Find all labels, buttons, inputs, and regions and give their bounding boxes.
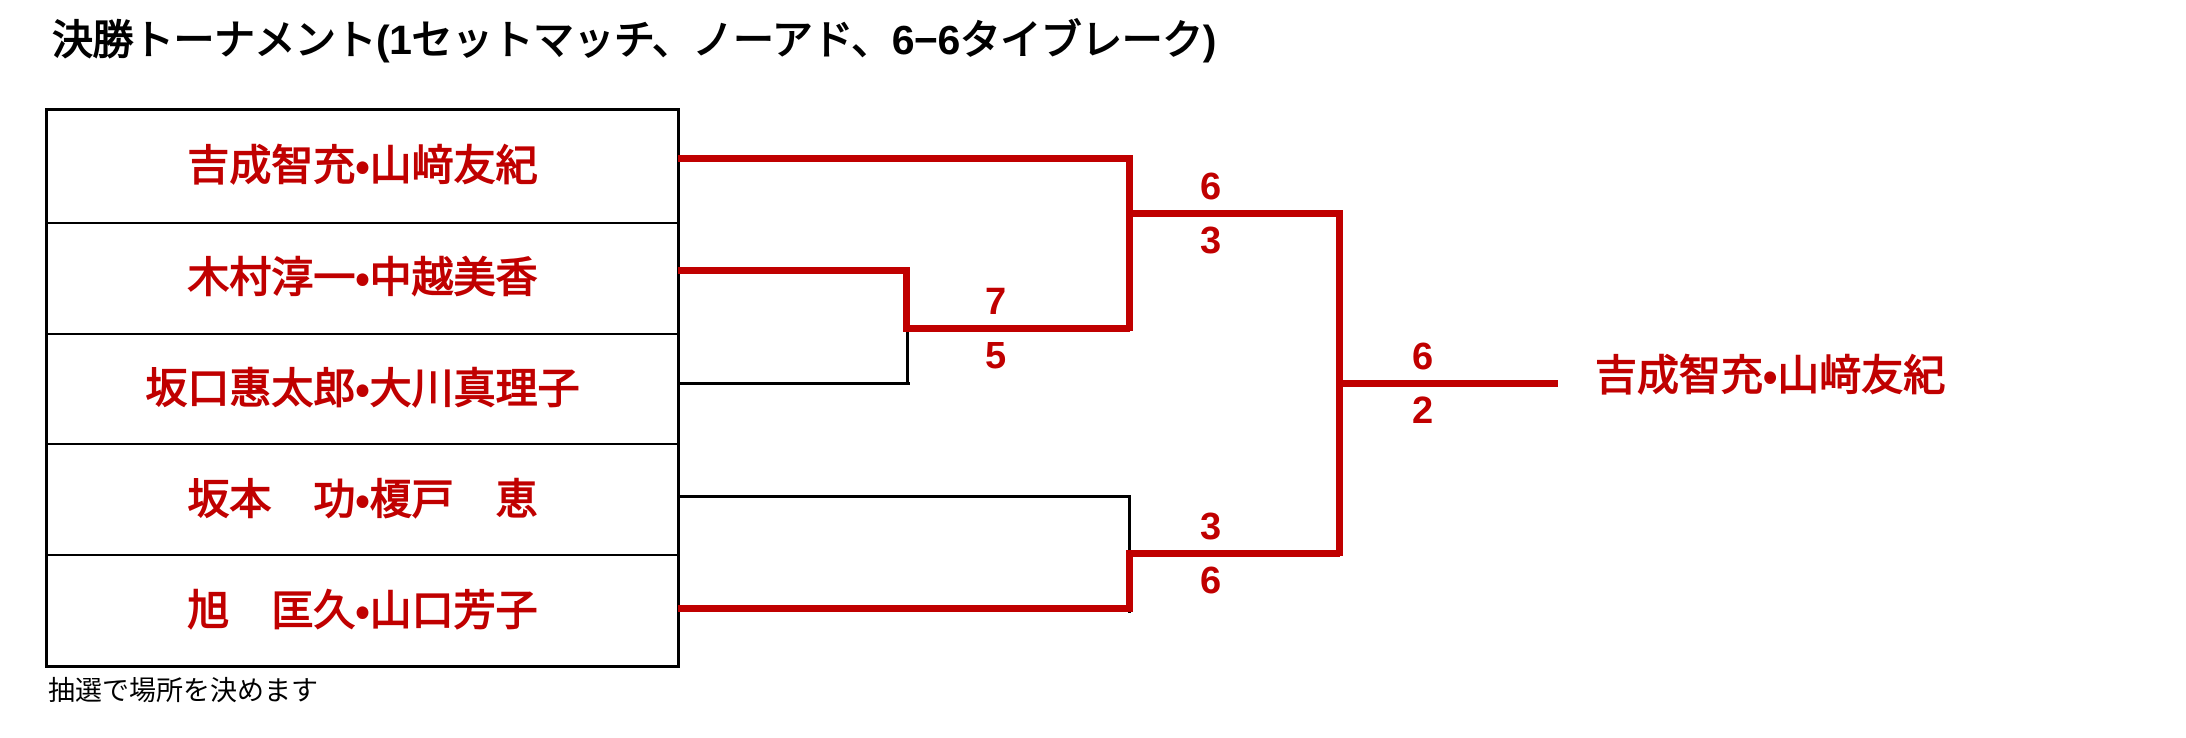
entry-row-3: 坂口惠太郎・大川真理子 [48, 332, 677, 444]
bracket-line-qf-winner [903, 325, 1130, 332]
score-final-bottom: 2 [1412, 390, 1434, 432]
entry-row-5: 旭 匡久・山口芳子 [48, 554, 677, 665]
bracket-line-sf-lower-winner [1126, 550, 1340, 557]
bracket-line-sf-upper-winner [1126, 210, 1340, 217]
entry-label-1: 吉成智充・山﨑友紀 [187, 142, 538, 190]
bracket-connector-sf-upper [1126, 155, 1133, 331]
entry-row-2: 木村淳一・中越美香 [48, 221, 677, 333]
entry-label-4: 坂本 功・榎戸 恵 [187, 475, 538, 523]
champion-label: 吉成智充・山﨑友紀 [1595, 352, 1946, 399]
bracket-line-seed2 [678, 267, 910, 274]
bracket-line-seed1 [678, 155, 1130, 162]
score-sf-lower-bottom: 6 [1200, 560, 1222, 602]
bracket-line-seed4 [678, 495, 1130, 498]
bracket-line-seed5 [678, 605, 1130, 612]
score-final-top: 6 [1412, 336, 1434, 378]
bracket-connector-qf-red [903, 267, 910, 332]
entry-row-4: 坂本 功・榎戸 恵 [48, 443, 677, 554]
entry-label-3: 坂口惠太郎・大川真理子 [145, 364, 580, 412]
bracket-line-final-winner [1336, 380, 1558, 387]
entry-label-2: 木村淳一・中越美香 [187, 254, 538, 302]
entry-label-5: 旭 匡久・山口芳子 [187, 586, 538, 634]
score-sf-upper-bottom: 3 [1200, 220, 1222, 262]
page-title: 決勝トーナメント(1セットマッチ、ノーアド、6−6タイブレーク) [52, 17, 1216, 63]
entry-row-1: 吉成智充・山﨑友紀 [48, 111, 677, 222]
score-qf-top: 7 [985, 281, 1007, 323]
bracket-line-seed3 [678, 382, 910, 385]
entry-table: 吉成智充・山﨑友紀 木村淳一・中越美香 坂口惠太郎・大川真理子 坂本 功・榎戸 … [45, 108, 680, 668]
bracket-connector-sf-lower-red [1126, 550, 1133, 612]
score-sf-lower-top: 3 [1200, 506, 1222, 548]
score-sf-upper-top: 6 [1200, 166, 1222, 208]
footnote: 抽選で場所を決めます [48, 676, 318, 706]
score-qf-bottom: 5 [985, 335, 1007, 377]
